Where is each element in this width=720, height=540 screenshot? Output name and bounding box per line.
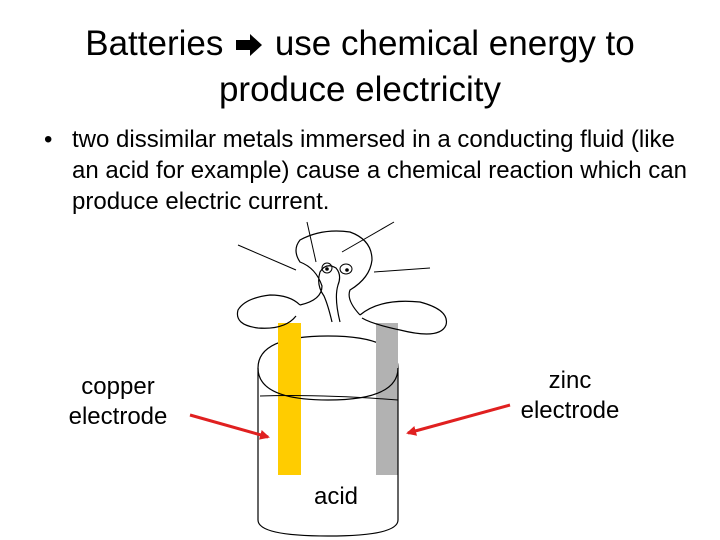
title-word-batteries: Batteries bbox=[85, 24, 224, 63]
copper-pointer-arrow bbox=[189, 413, 270, 440]
bullet-dot: • bbox=[44, 126, 53, 153]
ray-line bbox=[306, 221, 317, 263]
creature-eye-left bbox=[321, 262, 333, 274]
bullet-text: two dissimilar metals immersed in a cond… bbox=[72, 126, 687, 215]
title-line2: produce electricity bbox=[218, 70, 502, 109]
acid-label: acid bbox=[313, 483, 359, 510]
ray-line bbox=[341, 221, 395, 253]
ray-line bbox=[373, 267, 431, 273]
slide-title: Batteries use chemical energy to produce… bbox=[20, 22, 700, 112]
ray-line bbox=[237, 244, 297, 271]
copper-electrode bbox=[278, 323, 301, 475]
acid-level-line bbox=[259, 395, 399, 401]
jar-rim-front bbox=[257, 367, 399, 401]
jar-body bbox=[257, 368, 399, 537]
right-arrow-icon bbox=[235, 24, 263, 68]
zinc-electrode-label: zinc electrode bbox=[520, 367, 620, 424]
creature-eye-right bbox=[339, 263, 353, 275]
creature-figure bbox=[236, 230, 448, 335]
title-line1-rest: use chemical energy to bbox=[274, 24, 635, 63]
bullet-point: • two dissimilar metals immersed in a co… bbox=[44, 124, 694, 217]
copper-electrode-label: copper electrode bbox=[68, 373, 168, 430]
zinc-pointer-arrow bbox=[406, 403, 511, 436]
